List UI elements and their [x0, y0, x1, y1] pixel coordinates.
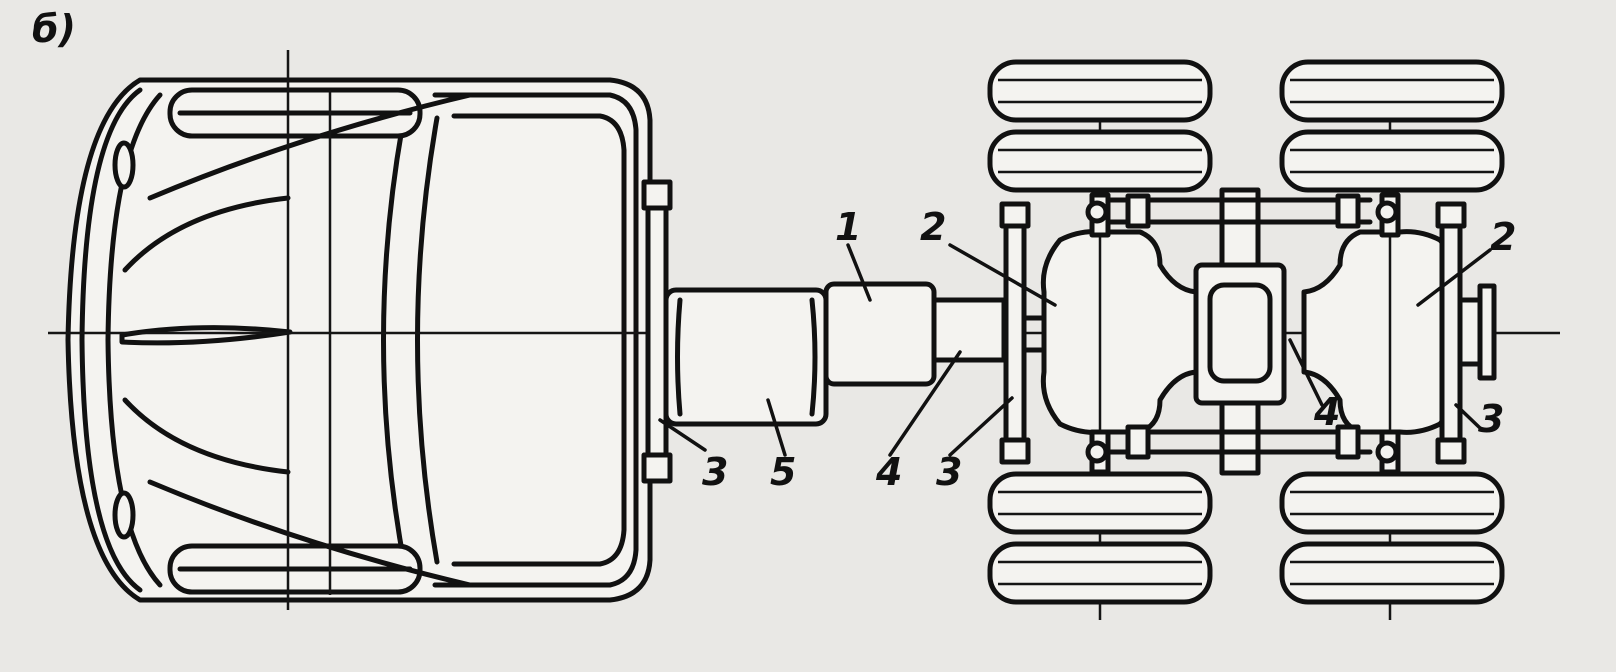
gearbox	[663, 281, 1007, 427]
wheel-a1-bottom-outer	[987, 541, 1213, 605]
gearbox-rib-2	[809, 297, 818, 417]
hub-4	[1375, 440, 1399, 464]
leader-3b	[948, 396, 1014, 457]
transverse-beam-mid	[999, 201, 1031, 465]
axle2-flange	[1477, 283, 1497, 381]
wheel-a1-bottom-inner	[987, 471, 1213, 535]
windshield-rear	[415, 115, 440, 565]
callout-3c: 3	[1478, 397, 1504, 441]
hub-3	[1085, 440, 1109, 464]
mirror-left	[112, 140, 136, 190]
wheel-a2-top-inner	[1279, 129, 1505, 193]
wheel-a2-bottom-inner	[1279, 471, 1505, 535]
gearbox-body	[663, 287, 829, 427]
beam-rear-bar	[1439, 205, 1463, 461]
beam-rear-end-top	[1435, 201, 1467, 229]
cab-diagonal-bottom	[147, 479, 473, 588]
cab-outline	[65, 77, 653, 603]
beam-cab-end-top	[641, 179, 673, 211]
callout-4a: 4	[875, 450, 902, 494]
beam-rear-end-bottom	[1435, 437, 1467, 465]
windshield-front	[381, 109, 408, 571]
leader-5	[766, 398, 787, 457]
cab-roof-inner	[451, 113, 627, 567]
leader-3c	[1454, 403, 1482, 430]
leader-3a	[658, 418, 707, 452]
rod-clamp-4	[1335, 424, 1361, 460]
rod-clamp-1	[1125, 193, 1151, 229]
rod-clamp-3	[1125, 424, 1151, 460]
beam-cab-bar	[645, 182, 669, 478]
leader-2a	[948, 243, 1057, 307]
balancer	[1193, 187, 1287, 476]
cab-diagonal-top	[147, 92, 473, 201]
coupling	[931, 297, 1007, 363]
steering-box	[823, 281, 937, 387]
wheel-a2-top-outer	[1279, 59, 1505, 123]
callouts: 1 2 2 3 3 3 4 4 5	[658, 205, 1516, 494]
callout-3b: 3	[936, 450, 962, 494]
leader-4b	[1288, 338, 1324, 407]
mirror-right	[112, 490, 136, 540]
louvre-upper	[122, 195, 291, 273]
beam-mid-bar	[1003, 205, 1027, 461]
callout-2a: 2	[920, 205, 946, 249]
beam-mid-end-top	[999, 201, 1031, 229]
leader-2b	[1416, 248, 1492, 307]
rod-clamp-2	[1335, 193, 1361, 229]
callout-5: 5	[770, 450, 796, 494]
beam-mid-end-bottom	[999, 437, 1031, 465]
beam-cab-end-bottom	[641, 452, 673, 484]
wheel-a2-bottom-outer	[1279, 541, 1505, 605]
figure-label: б)	[32, 7, 76, 51]
callout-2b: 2	[1490, 215, 1516, 259]
cab	[65, 50, 653, 610]
callout-4b: 4	[1313, 390, 1340, 434]
hub-2	[1375, 200, 1399, 224]
leader-4a	[888, 350, 962, 457]
cab-roof-outer	[432, 92, 639, 588]
axle1-housing	[1040, 229, 1199, 435]
wheel-a1-top-outer	[987, 59, 1213, 123]
cab-inner-front	[105, 92, 163, 588]
leader-1	[846, 243, 872, 302]
wheel-a1-top-inner	[987, 129, 1213, 193]
callout-3a: 3	[702, 450, 728, 494]
callout-1: 1	[835, 205, 861, 249]
gearbox-rib-1	[675, 297, 683, 417]
balancer-arm-bottom	[1219, 400, 1261, 476]
balancer-window	[1207, 282, 1273, 384]
wheels	[987, 59, 1505, 605]
cab-front-curve	[79, 87, 143, 593]
louvre-lower	[122, 397, 291, 475]
transverse-beam-rear	[1435, 201, 1467, 465]
hub-1	[1085, 200, 1109, 224]
tread-lines	[998, 78, 1494, 586]
